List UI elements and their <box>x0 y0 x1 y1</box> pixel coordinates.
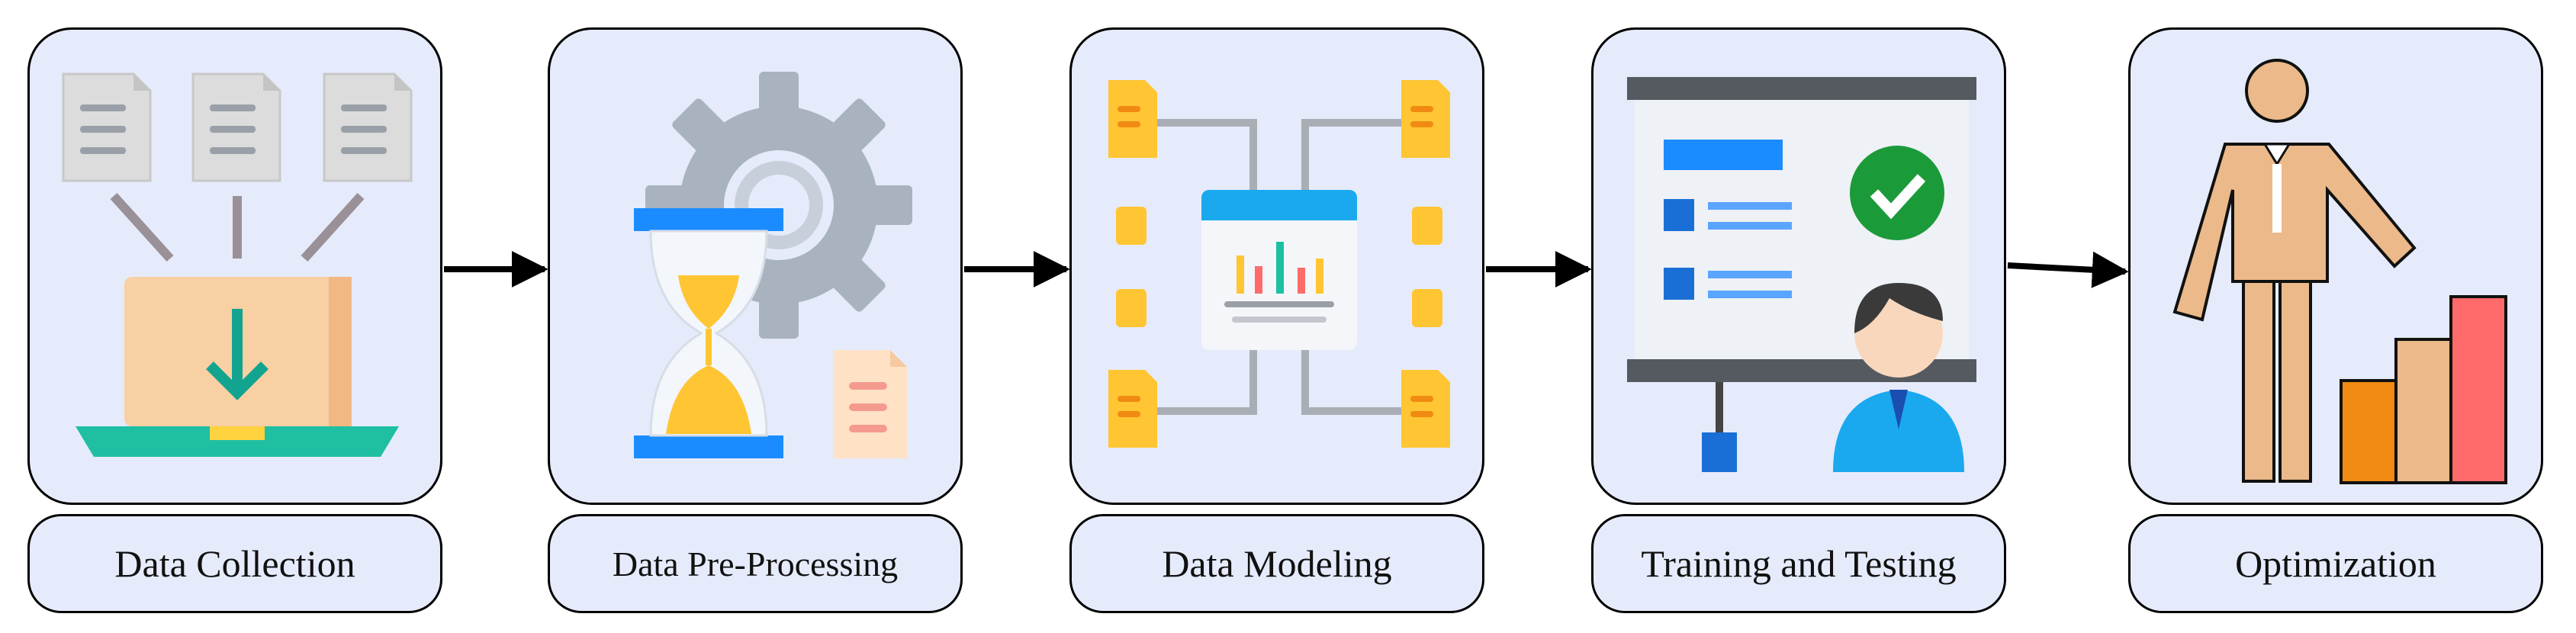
step-card <box>1069 27 1484 505</box>
data-network-chart-icon <box>1108 80 1450 448</box>
presentation-board-icon <box>1627 77 1976 472</box>
step-card <box>1591 27 2006 505</box>
step-card <box>2128 27 2543 505</box>
document-icon <box>834 350 907 458</box>
file-icon <box>1401 80 1450 158</box>
step-label: Data Modeling <box>1069 514 1484 613</box>
step-label: Training and Testing <box>1591 514 2006 613</box>
step-label: Data Pre-Processing <box>548 514 963 613</box>
step-label: Optimization <box>2128 514 2543 613</box>
document-icon <box>191 72 281 182</box>
person-icon <box>2172 59 2417 483</box>
step-label: Data Collection <box>27 514 442 613</box>
chart-window-icon <box>1201 190 1357 350</box>
bar-chart-icon <box>2340 295 2507 484</box>
laptop-download-icon <box>62 72 413 457</box>
document-icon <box>62 72 152 182</box>
person-bar-chart-icon <box>2172 59 2507 484</box>
hourglass-gear-icon <box>634 72 912 458</box>
check-icon <box>1850 146 1944 240</box>
presenter-icon <box>1833 283 1964 472</box>
hourglass-icon <box>634 208 783 458</box>
download-arrow-icon <box>206 309 269 400</box>
arrow-icon <box>2007 251 2129 288</box>
file-icon <box>1401 370 1450 448</box>
step-card <box>548 27 963 505</box>
step-card <box>27 27 442 505</box>
file-icon <box>1108 80 1157 158</box>
document-icon <box>323 72 413 182</box>
file-icon <box>1108 370 1157 448</box>
